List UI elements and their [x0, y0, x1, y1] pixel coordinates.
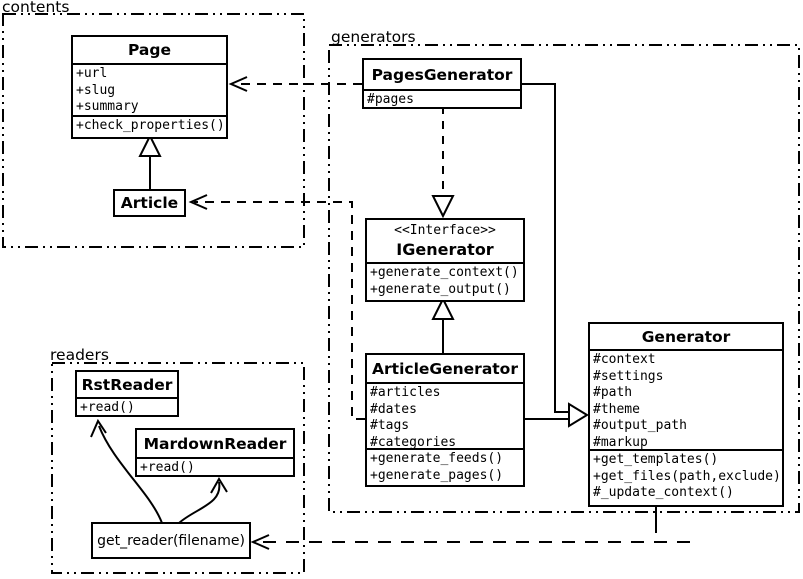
class-page-name: Page [127, 41, 171, 59]
class-pagesgenerator: PagesGenerator #pages [362, 58, 522, 109]
inheritance-generators-to-generator [522, 83, 589, 428]
package-label-generators: generators [331, 28, 416, 46]
class-articlegenerator-methods: +generate_feeds() +generate_pages() [367, 448, 523, 485]
class-rstreader-name: RstReader [81, 375, 173, 394]
class-article-name: Article [120, 194, 179, 212]
class-articlegenerator: ArticleGenerator #articles #dates #tags … [365, 353, 525, 487]
realization-pagesgenerator-to-igenerator [431, 106, 455, 219]
method: +read() [80, 400, 135, 415]
package-label-readers: readers [50, 346, 109, 364]
method: +generate_context() [370, 265, 519, 280]
attribute: #articles [370, 385, 441, 400]
dependency-articlegenerator-to-article [188, 194, 365, 420]
inheritance-article-to-page [138, 133, 162, 189]
package-frame-contents [2, 13, 305, 248]
method: +check_properties() [76, 118, 225, 133]
class-article: Article [113, 189, 186, 217]
class-articlegenerator-attributes: #articles #dates #tags #categories [367, 382, 523, 448]
method: +generate_output() [370, 281, 511, 297]
class-generator: Generator #context #settings #path #them… [588, 322, 784, 507]
arrow-getreader-to-rstreader [90, 418, 163, 524]
attribute: #pages [367, 92, 414, 107]
method: +generate_feeds() [370, 451, 504, 466]
class-page-attributes: +url +slug +summary [73, 63, 226, 115]
class-igenerator-name: IGenerator [396, 239, 494, 259]
method: +generate_pages() [370, 467, 504, 483]
class-page: Page +url +slug +summary +check_properti… [71, 35, 228, 139]
attribute: #context [593, 352, 656, 367]
package-frame-generators [328, 44, 800, 513]
class-articlegenerator-name: ArticleGenerator [372, 359, 518, 378]
method: +read() [140, 460, 195, 475]
attribute: +slug [76, 82, 116, 98]
dependency-pagesgenerator-to-page [228, 76, 362, 92]
class-generator-name: Generator [641, 327, 731, 346]
arrow-getreader-to-mardownreader [178, 477, 228, 524]
class-mardownreader-methods: +read() [137, 457, 293, 475]
class-mardownreader-name: MardownReader [143, 434, 287, 453]
method: +get_templates() [593, 452, 719, 467]
dependency-generator-to-getreader [250, 534, 690, 550]
attribute: #path [593, 385, 633, 400]
attribute: #categories [370, 434, 457, 449]
node-get-reader: get_reader(filename) [91, 522, 251, 559]
class-pagesgenerator-attributes: #pages [364, 89, 520, 107]
class-igenerator-methods: +generate_context() +generate_output() [367, 262, 523, 300]
attribute: +summary [76, 99, 139, 114]
inheritance-articlegenerator-to-igenerator [431, 296, 455, 353]
attribute: +url [76, 66, 108, 81]
class-generator-methods: +get_templates() +get_files(path,exclude… [590, 449, 782, 505]
class-generator-attributes: #context #settings #path #theme #output_… [590, 349, 782, 449]
attribute: #settings [593, 368, 664, 384]
class-page-methods: +check_properties() [73, 115, 226, 137]
class-pagesgenerator-name: PagesGenerator [371, 65, 513, 84]
method: #_update_context() [593, 485, 734, 500]
class-igenerator-stereotype: <<Interface>> [394, 222, 496, 238]
class-mardownreader: MardownReader +read() [135, 428, 295, 477]
attribute: #dates [370, 401, 417, 417]
package-label-contents: contents [2, 0, 70, 16]
class-igenerator: <<Interface>> IGenerator +generate_conte… [365, 218, 525, 302]
attribute: #theme [593, 401, 640, 417]
attribute: #output_path [593, 418, 687, 433]
package-frame-readers [51, 362, 305, 574]
method: +get_files(path,exclude) [593, 468, 781, 484]
attribute: #tags [370, 418, 410, 433]
attribute: #markup [593, 434, 648, 450]
class-rstreader-methods: +read() [77, 397, 177, 415]
class-rstreader: RstReader +read() [75, 370, 179, 417]
class-igenerator-header: <<Interface>> IGenerator [367, 220, 523, 262]
